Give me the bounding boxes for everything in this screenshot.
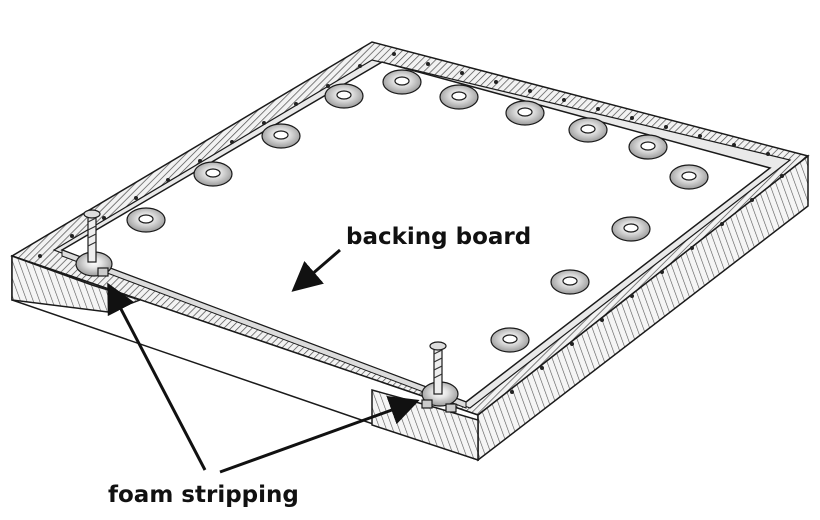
turn-buttons [126, 69, 709, 353]
turn-button-icon [505, 100, 545, 126]
turn-button-icon [611, 216, 651, 242]
backing-board-edge [61, 249, 467, 409]
arrow-icon [107, 282, 207, 471]
turn-button-icon [490, 327, 530, 353]
turn-button-icon [628, 134, 668, 160]
label-foam-stripping: foam stripping [108, 482, 299, 508]
turn-button-icon [550, 269, 590, 295]
screw-icon [421, 341, 459, 413]
turn-button-icon [669, 164, 709, 190]
turn-button-icon [324, 83, 364, 109]
screw-icon [75, 209, 113, 277]
label-backing-board: backing board [346, 224, 531, 250]
turn-button-icon [261, 123, 301, 149]
arrow-icon [291, 248, 341, 292]
turn-button-icon [193, 161, 233, 187]
turn-button-icon [126, 207, 166, 233]
frame-nail-holes [38, 52, 784, 394]
arrow-icon [219, 396, 420, 474]
turn-button-icon [568, 117, 608, 143]
turn-button-icon [382, 69, 422, 95]
turn-button-icon [439, 84, 479, 110]
